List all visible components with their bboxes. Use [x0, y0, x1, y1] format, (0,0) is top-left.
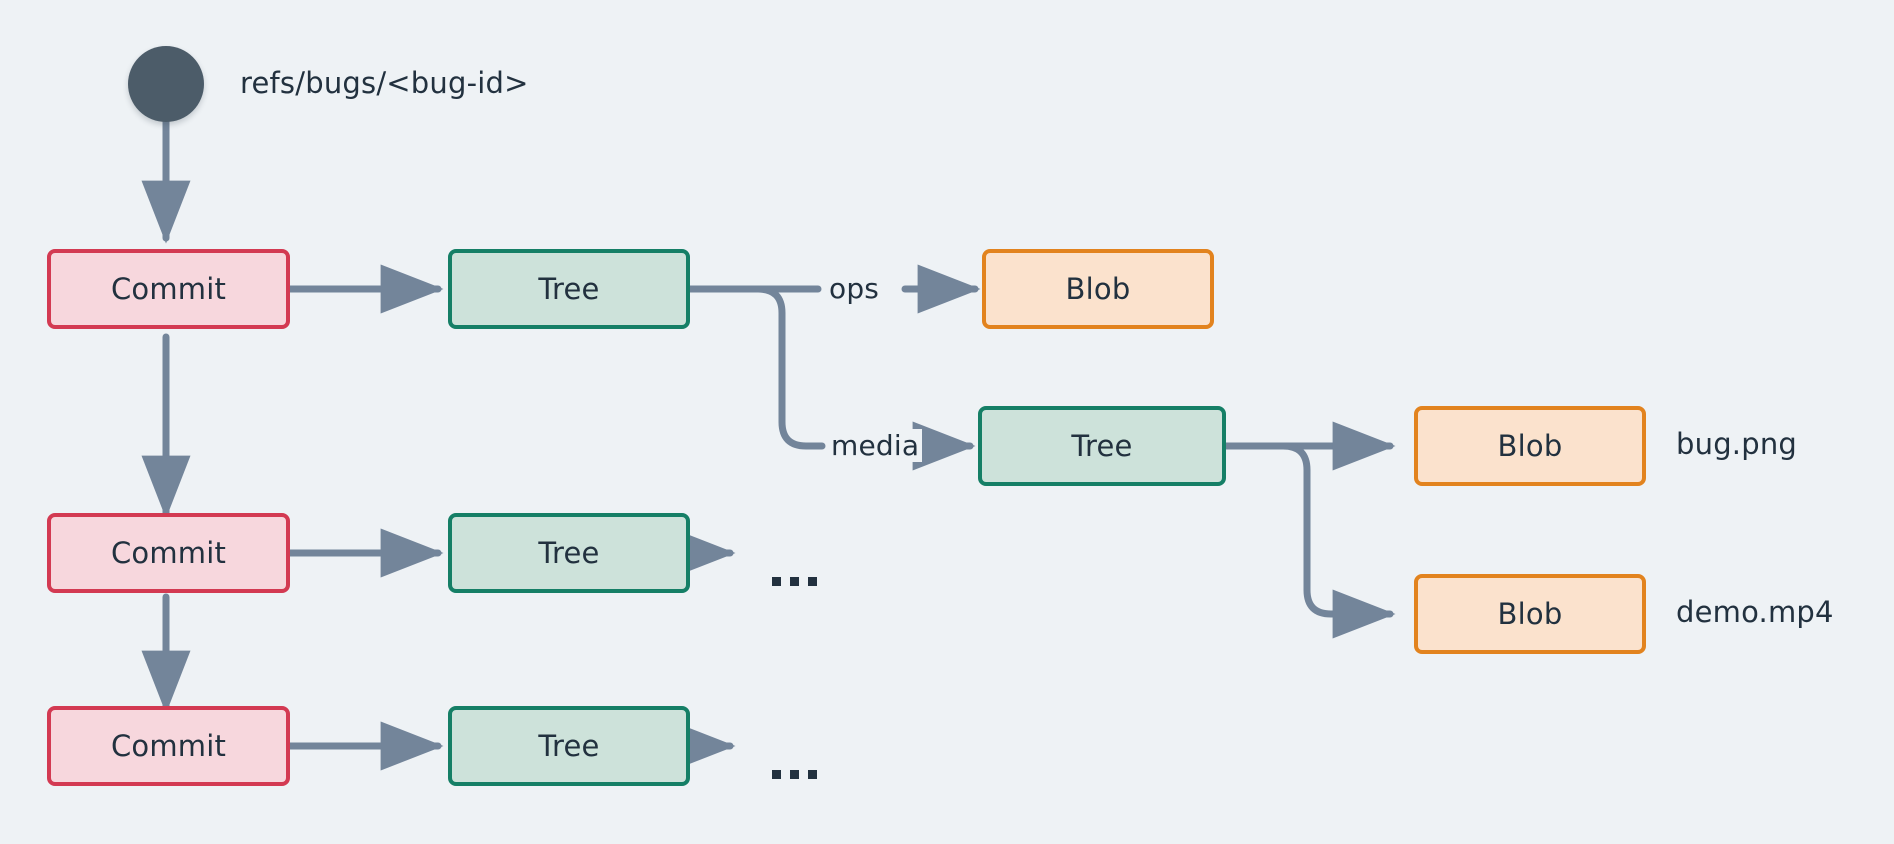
node-commit-3[interactable]: Commit	[47, 706, 290, 786]
node-label: Commit	[110, 536, 227, 570]
ellipsis-row-2	[772, 577, 817, 586]
node-label: Blob	[1065, 272, 1131, 306]
node-tree-media[interactable]: Tree	[978, 406, 1226, 486]
node-label: Commit	[110, 272, 227, 306]
node-tree-2[interactable]: Tree	[448, 513, 690, 593]
node-label: Tree	[538, 536, 600, 570]
node-commit-1[interactable]: Commit	[47, 249, 290, 329]
node-tree-3[interactable]: Tree	[448, 706, 690, 786]
node-label: Tree	[1071, 429, 1133, 463]
node-blob-demo-mp4[interactable]: Blob	[1414, 574, 1646, 654]
node-label: Commit	[110, 729, 227, 763]
node-commit-2[interactable]: Commit	[47, 513, 290, 593]
node-label: Blob	[1497, 429, 1563, 463]
file-label-demo-mp4: demo.mp4	[1676, 595, 1834, 629]
node-label: Tree	[538, 729, 600, 763]
file-label-bug-png: bug.png	[1676, 427, 1798, 461]
node-blob-bug-png[interactable]: Blob	[1414, 406, 1646, 486]
node-label: Blob	[1497, 597, 1563, 631]
ref-label: refs/bugs/<bug-id>	[240, 66, 529, 100]
node-tree-1[interactable]: Tree	[448, 249, 690, 329]
node-blob-ops[interactable]: Blob	[982, 249, 1214, 329]
ellipsis-row-3	[772, 770, 817, 779]
edge-label-media: media	[828, 429, 923, 462]
edge-label-ops: ops	[826, 272, 883, 305]
edge-mediatree-to-demomp4	[1222, 442, 1396, 639]
edge-tree1-to-media	[686, 285, 826, 450]
node-label: Tree	[538, 272, 600, 306]
ref-dot-icon	[128, 46, 204, 122]
